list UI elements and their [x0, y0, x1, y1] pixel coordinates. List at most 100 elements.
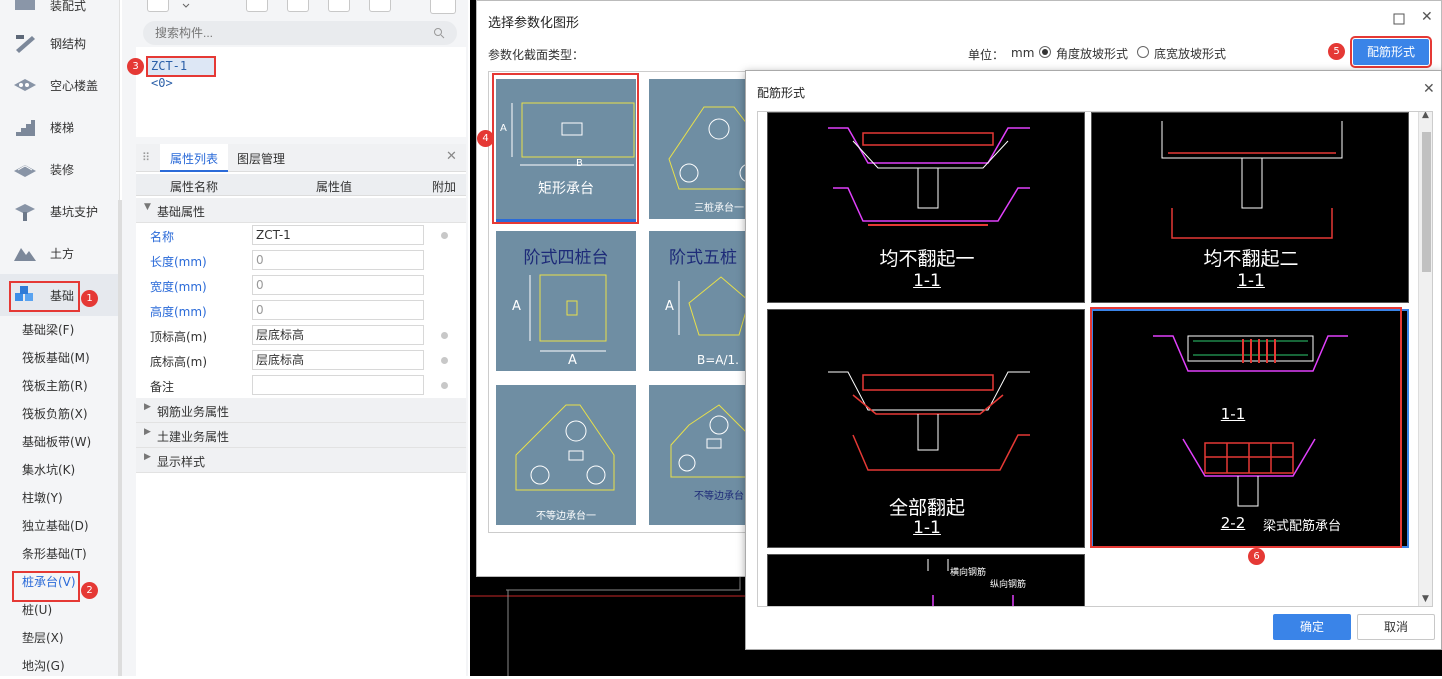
no-bend-one-drawing — [828, 127, 1030, 226]
radio-width-slope-label[interactable]: 底宽放坡形式 — [1154, 47, 1227, 61]
sub-item-foundation-strip[interactable]: 基础板带(W) — [22, 435, 92, 449]
sub-item-cushion[interactable]: 垫层(X) — [22, 631, 64, 645]
left-navigation: 装配式 钢结构 空心楼盖 楼梯 装修 基坑支护 土方 基础 基础梁(F) 筏板基… — [0, 0, 122, 676]
vertical-scrollbar[interactable]: ▲ ▼ — [1418, 111, 1432, 606]
sub-item-sump-pit[interactable]: 集水坑(K) — [22, 463, 76, 477]
scrollbar-thumb[interactable] — [1422, 132, 1431, 272]
rebar-cell-partial[interactable]: 横向钢筋 纵向钢筋 — [767, 554, 1085, 606]
property-value-input[interactable] — [252, 375, 424, 395]
step-badge-2: 2 — [81, 582, 98, 599]
scroll-up-icon[interactable]: ▲ — [1422, 111, 1429, 120]
extra-checkbox[interactable] — [441, 332, 448, 339]
new-icon[interactable] — [147, 0, 169, 12]
rebar-cell-no-bend-one[interactable]: 均不翻起一 1-1 — [767, 112, 1085, 303]
earthwork-icon — [14, 248, 36, 261]
beam-style-drawing — [1153, 335, 1348, 507]
rebar-form-button[interactable]: 配筋形式 — [1350, 36, 1432, 68]
property-row: 宽度(mm) 0 — [136, 273, 466, 298]
sub-item-column-pier[interactable]: 柱墩(Y) — [22, 491, 63, 505]
sub-item-raft-neg-rebar[interactable]: 筏板负筋(X) — [22, 407, 88, 421]
shape-tile-unequal-cap-one[interactable]: 不等边承台一 — [496, 385, 636, 525]
column-header-name: 属性名称 — [170, 180, 219, 194]
component-item-zct1[interactable]: ZCT-1 <0> — [146, 56, 216, 90]
shape-tile-rect-cap[interactable]: A B 矩形承台 — [496, 79, 636, 219]
close-icon[interactable]: ✕ — [1423, 81, 1435, 97]
property-panel: ⠿ 属性列表 图层管理 ✕ 属性名称 属性值 附加 ▼ 基础属性 名称 ZCT-… — [136, 144, 466, 676]
property-value-input[interactable]: 0 — [252, 300, 424, 320]
group-base-properties[interactable]: ▼ 基础属性 — [136, 198, 466, 223]
step-badge-3: 3 — [127, 58, 144, 75]
sub-item-strip-foundation[interactable]: 条形基础(T) — [22, 547, 87, 561]
property-value-input[interactable]: 层底标高 — [252, 325, 424, 345]
scroll-down-icon[interactable]: ▼ — [1422, 594, 1429, 604]
sub-item-isolated-foundation[interactable]: 独立基础(D) — [22, 519, 89, 533]
nav-item-prefab[interactable]: 装配式 — [0, 0, 118, 26]
unit-label: 单位： — [968, 48, 1005, 62]
hollow-slab-icon — [14, 79, 36, 91]
nav-item-earthwork[interactable]: 土方 — [0, 232, 118, 274]
property-row: 高度(mm) 0 — [136, 298, 466, 323]
expand-arrow-icon: ▶ — [144, 452, 151, 462]
sub-item-raft-main-rebar[interactable]: 筏板主筋(R) — [22, 379, 88, 393]
property-value-input[interactable]: 层底标高 — [252, 350, 424, 370]
collapse-icon: ▼ — [144, 202, 151, 212]
tab-layer-management[interactable]: 图层管理 — [237, 152, 286, 166]
delete-icon[interactable] — [246, 0, 268, 12]
dialog-title: 配筋形式 — [757, 86, 806, 100]
highlight-foundation — [9, 281, 80, 312]
rebar-cell-beam-style[interactable]: 1-1 2-2 梁式配筋承台 — [1091, 309, 1409, 548]
rebar-form-dialog: 配筋形式 ✕ 均不翻起一 1-1 均不翻起二 1-1 — [745, 70, 1442, 650]
close-icon[interactable]: ✕ — [1421, 9, 1433, 25]
ok-button[interactable]: 确定 — [1273, 614, 1351, 640]
sub-item-raft-foundation[interactable]: 筏板基础(M) — [22, 351, 90, 365]
drag-handle-icon[interactable]: ⠿ — [142, 151, 151, 164]
nav-scrollbar[interactable] — [118, 200, 122, 676]
extra-checkbox[interactable] — [441, 232, 448, 239]
step-badge-4: 4 — [477, 130, 494, 147]
sub-item-pile-cap[interactable]: 桩承台(V) — [22, 575, 76, 589]
close-icon[interactable]: ✕ — [446, 149, 457, 164]
maximize-icon[interactable] — [1393, 13, 1405, 25]
prefab-icon — [15, 0, 35, 10]
copy-icon[interactable] — [287, 0, 309, 12]
property-row: 顶标高(m) 层底标高 — [136, 323, 466, 348]
tab-property-list[interactable]: 属性列表 — [160, 144, 229, 172]
extra-checkbox[interactable] — [441, 357, 448, 364]
property-value-input[interactable]: ZCT-1 — [252, 225, 424, 245]
steel-beam-icon — [16, 35, 35, 53]
nav-item-hollow-slab[interactable]: 空心楼盖 — [0, 64, 118, 106]
search-input[interactable] — [143, 21, 457, 45]
nav-item-steel[interactable]: 钢结构 — [0, 22, 118, 64]
expand-icon[interactable] — [430, 0, 456, 14]
dropdown-icon[interactable] — [180, 0, 192, 12]
rebar-cell-no-bend-two[interactable]: 均不翻起二 1-1 — [1091, 112, 1409, 303]
nav-item-decoration[interactable]: 装修 — [0, 148, 118, 190]
stairs-icon — [16, 120, 35, 136]
no-bend-two-drawing — [1161, 121, 1343, 239]
radio-angle-slope-label[interactable]: 角度放坡形式 — [1056, 47, 1129, 61]
search-icon[interactable] — [433, 27, 445, 39]
expand-arrow-icon: ▶ — [144, 402, 151, 412]
sub-item-pile[interactable]: 桩(U) — [22, 603, 53, 617]
section-type-label: 参数化截面类型： — [488, 48, 585, 62]
group-rebar-properties[interactable]: ▶ 钢筋业务属性 — [136, 398, 466, 423]
group-display-style[interactable]: ▶ 显示样式 — [136, 448, 466, 473]
radio-width-slope[interactable] — [1137, 46, 1149, 58]
nav-item-stairs[interactable]: 楼梯 — [0, 106, 118, 148]
property-value-input[interactable]: 0 — [252, 275, 424, 295]
cancel-button[interactable]: 取消 — [1357, 614, 1435, 640]
five-pile-cap-diagram — [678, 276, 750, 336]
property-value-input[interactable]: 0 — [252, 250, 424, 270]
extra-checkbox[interactable] — [441, 382, 448, 389]
step-badge-5: 5 — [1328, 43, 1345, 60]
sub-item-trench[interactable]: 地沟(G) — [22, 659, 65, 673]
unit-value: mm — [1011, 46, 1035, 60]
layer-copy-icon[interactable] — [328, 0, 350, 12]
group-civil-properties[interactable]: ▶ 土建业务属性 — [136, 423, 466, 448]
nav-item-pit-support[interactable]: 基坑支护 — [0, 190, 118, 232]
sub-item-foundation-beam[interactable]: 基础梁(F) — [22, 323, 75, 337]
rebar-cell-all-bend[interactable]: 全部翻起 1-1 — [767, 309, 1085, 548]
edit-icon[interactable] — [369, 0, 391, 12]
shape-tile-step-four-pile[interactable]: A A 阶式四桩台 — [496, 231, 636, 371]
radio-angle-slope[interactable] — [1039, 46, 1051, 58]
